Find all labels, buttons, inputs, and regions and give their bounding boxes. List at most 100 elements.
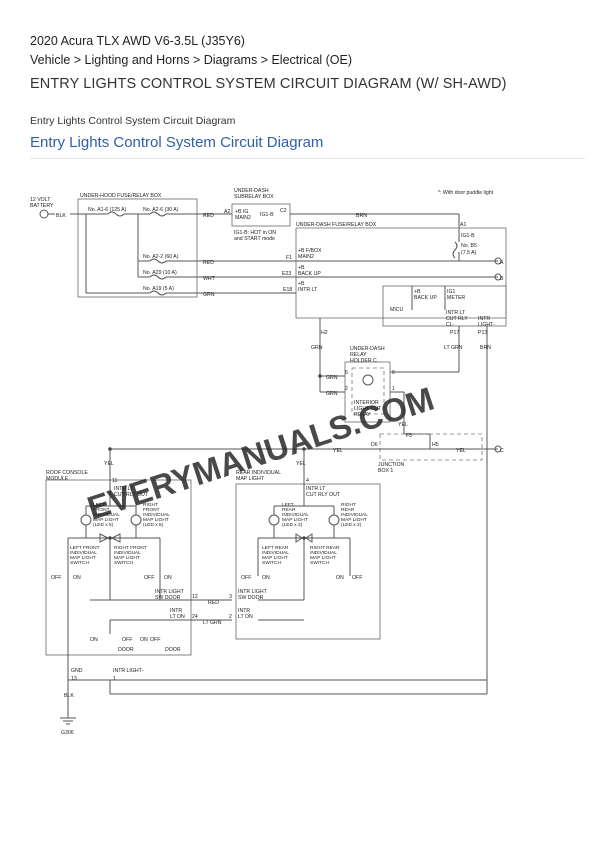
wiring (39, 198, 507, 725)
breadcrumb[interactable]: Vehicle > Lighting and Horns > Diagrams … (30, 53, 353, 67)
vehicle-line: 2020 Acura TLX AWD V6-3.5L (J35Y6) (30, 34, 245, 48)
fuse-b5-rating: (7.5 A) (461, 250, 477, 256)
battery-label-2: BATTERY (30, 203, 54, 209)
pin-6: 6 (392, 370, 395, 376)
micu-label: MICU (390, 307, 404, 313)
lr-lamp (268, 514, 280, 526)
rear-map-light-box (235, 483, 381, 640)
section-title[interactable]: Entry Lights Control System Circuit Diag… (30, 134, 324, 151)
pin-2: 2 (345, 386, 348, 392)
pin-c2: C2 (280, 208, 287, 214)
intr-lt-label-2: INTR LT (298, 287, 318, 293)
rf-light-l0: RIGHT (143, 502, 158, 508)
lf-switch-l0: LEFT FRONT (70, 545, 100, 551)
pin-p13: P13 (478, 330, 487, 336)
ig1b-sub-label: IG1-B (260, 212, 274, 218)
lt-on-label: INTR (170, 608, 182, 614)
pin-11: 11 (112, 478, 117, 484)
fuse-a1-6: No. A1-6 (125 A) (88, 207, 127, 213)
lr-light-l0: LEFT (282, 502, 294, 508)
wire-yel-rear: YEL (296, 461, 306, 467)
roof-console-title: ROOF CONSOLE (46, 470, 88, 476)
page-title: ENTRY LIGHTS CONTROL SYSTEM CIRCUIT DIAG… (30, 76, 507, 92)
ground-g306: G306 (61, 730, 74, 736)
rf-on: ON (164, 575, 172, 581)
rr-switch-l2: MAP LIGHT (310, 555, 336, 561)
intr-cut-label-3: CL- (446, 322, 455, 328)
conn-c: C (500, 448, 504, 454)
door-label-2: DOOR (165, 647, 181, 653)
underdash-fuse-box (295, 227, 507, 319)
fuse-b5: No. B5 (461, 243, 477, 249)
relay-holder-title: UNDER-DASH (350, 346, 385, 352)
ig1-meter-label-2: METER (447, 295, 465, 301)
door-off-2: OFF (150, 637, 160, 643)
underdash-fuse-title: UNDER-DASH FUSE/RELAY BOX (296, 222, 377, 228)
rr-light-l4: (LED x 2) (341, 522, 362, 528)
note-text: *: With door puddle light (438, 190, 494, 196)
rf-light-l2: INDIVIDUAL (143, 512, 170, 518)
rf-lamp (130, 514, 142, 526)
ig1b-hot-note-2: and START mode (234, 236, 275, 242)
relay-name-2: LIGHT CUT (354, 406, 382, 412)
pin-e18: E18 (283, 287, 292, 293)
ig1-main2-label: +B IG (235, 209, 248, 215)
wire-yel-roof: YEL (104, 461, 114, 467)
pin-5: 5 (345, 370, 348, 376)
rf-light-l4: (LED x 5) (143, 522, 164, 528)
junction-box-1 (379, 433, 483, 461)
sw-door-label-2: SW DOOR (155, 595, 181, 601)
lr-light-l4: (LED x 2) (282, 522, 303, 528)
lf-light-l1: FRONT (93, 507, 110, 513)
ig1b-r-label: IG1-B (461, 233, 475, 239)
rr-light-l1: REAR (341, 507, 355, 513)
wire-yel-bus: YEL (333, 448, 343, 454)
wire-lt-grn-2: LT GRN (203, 620, 222, 626)
lr-switch-l0: LEFT REAR (262, 545, 289, 551)
relay-holder-title-2: RELAY (350, 352, 367, 358)
conn-b: B (500, 276, 504, 282)
lt-on-r-label: INTR (238, 608, 250, 614)
rf-switch-l2: MAP LIGHT (114, 555, 140, 561)
pin-24: 24 (192, 614, 198, 620)
backup2-label: +B (414, 289, 421, 295)
pin-a1: A1 (460, 222, 466, 228)
wire-grn: GRN (203, 292, 215, 298)
lt-on-r-label-2: LT ON (238, 614, 253, 620)
relay-name-3: RELAY (354, 412, 371, 418)
door-label-1: DOOR (118, 647, 134, 653)
watermark: EVERYMANUALS.COM (83, 380, 439, 527)
rf-off: OFF (144, 575, 154, 581)
battery-label: 12 VOLT (30, 197, 51, 203)
lr-switch-l2: MAP LIGHT (262, 555, 288, 561)
door-off-1: OFF (122, 637, 132, 643)
fuse-a19: No. A19 (5 A) (143, 286, 174, 292)
roof-intr-label-2: CUT RLY OUT (114, 492, 149, 498)
roof-intr-label: INTR LT (114, 486, 134, 492)
diagram-caption: Entry Lights Control System Circuit Diag… (30, 115, 236, 127)
wire-red-3: RED (208, 600, 219, 606)
wire-wht: WHT (203, 276, 216, 282)
pin-1b: 1 (113, 676, 116, 682)
lr-light-l2: INDIVIDUAL (282, 512, 309, 518)
rr-on: ON (336, 575, 344, 581)
lf-off: OFF (51, 575, 61, 581)
sw-door-r-label-2: SW DOOR (238, 595, 264, 601)
ig1-main2-label-2: MAIN2 (235, 215, 251, 221)
lf-switch-l2: MAP LIGHT (70, 555, 96, 561)
rf-switch-l1: INDIVIDUAL (114, 550, 141, 556)
battery-symbol (39, 209, 49, 219)
rr-switch-l1: INDIVIDUAL (310, 550, 337, 556)
rear-intr-label: INTR LT (306, 486, 326, 492)
lr-switch-l3: SWITCH (262, 560, 281, 566)
lr-off: OFF (241, 575, 251, 581)
roof-console-module (45, 479, 192, 656)
pin-f5: F5 (406, 433, 412, 439)
rr-lamp (328, 514, 340, 526)
wire-lt-grn: LT GRN (444, 345, 463, 351)
pin-12: 12 (192, 594, 198, 600)
lf-lamp (80, 514, 92, 526)
gnd-label: GND (71, 668, 83, 674)
wire-brn-2: BRN (480, 345, 491, 351)
intr-cut-label-2: CUT RLY (446, 316, 468, 322)
